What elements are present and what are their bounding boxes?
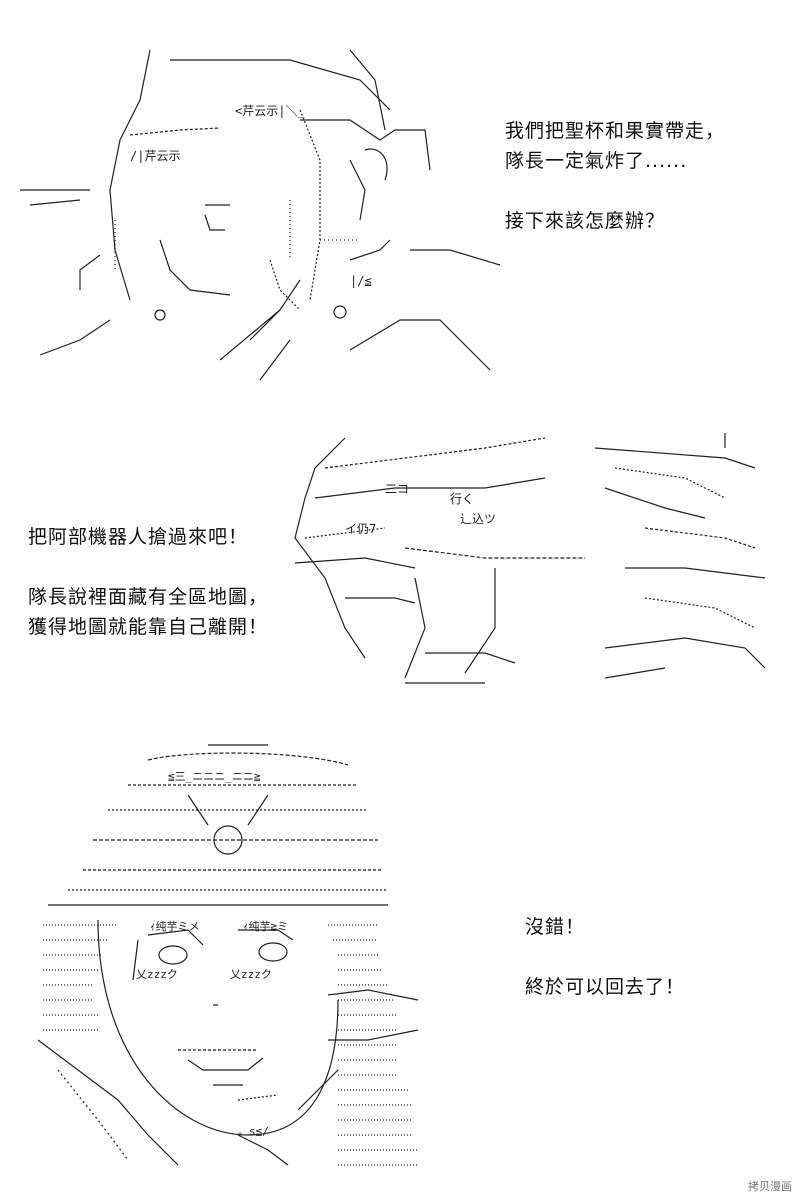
speech-line: 沒錯！ xyxy=(525,916,586,938)
speech-line xyxy=(525,942,685,972)
speech-line xyxy=(28,552,268,582)
ascii-art-robot: 行く 辶込ツ イ仍7 二コ xyxy=(285,428,775,688)
svg-text:ｨ纯芋≧ミ: ｨ纯芋≧ミ xyxy=(243,920,288,933)
svg-text:<芹云示|＼_: <芹云示|＼_ xyxy=(235,104,305,118)
svg-text:。s≦/: 。s≦/ xyxy=(238,1125,269,1138)
svg-text:行く: 行く xyxy=(450,492,474,506)
speech-line xyxy=(505,176,725,206)
svg-text:辶込ツ: 辶込ツ xyxy=(460,512,496,526)
ascii-art-character-2: ｨ纯芋ミメ ｨ纯芋≧ミ 乂zzzク 乂zzzク ≦三_ニニニ_ニニ≧ 。s≦/ xyxy=(38,740,438,1180)
svg-text:乂zzzク: 乂zzzク xyxy=(230,968,272,981)
svg-text:イ仍7: イ仍7 xyxy=(345,522,376,536)
speech-line: 獲得地圖就能靠自己離開！ xyxy=(28,616,269,638)
panel-2: 把阿部機器人搶過來吧！ 隊長說裡面藏有全區地圖， 獲得地圖就能靠自己離開！ xyxy=(0,400,800,720)
speech-text-2: 把阿部機器人搶過來吧！ 隊長說裡面藏有全區地圖， 獲得地圖就能靠自己離開！ xyxy=(28,522,268,642)
speech-line: 終於可以回去了！ xyxy=(525,976,686,998)
speech-text-1: 我們把聖杯和果實帶走， 隊長一定氣炸了...... 接下來該怎麼辦？ xyxy=(505,116,725,236)
svg-text:ｨ纯芋ミメ: ｨ纯芋ミメ xyxy=(150,920,200,933)
svg-text:乂zzzク: 乂zzzク xyxy=(136,968,178,981)
panel-3: ｨ纯芋ミメ ｨ纯芋≧ミ 乂zzzク 乂zzzク ≦三_ニニニ_ニニ≧ 。s≦/ … xyxy=(0,720,800,1190)
svg-text:|/≦: |/≦ xyxy=(350,274,372,288)
watermark: 拷贝漫画 xyxy=(748,1180,792,1193)
panel-1: <芹云示|＼_ /|芹云示 |/≦ 我們把聖杯和果實帶走， 隊長一定氣炸了...… xyxy=(0,0,800,400)
speech-line: 把阿部機器人搶過來吧！ xyxy=(28,526,249,548)
speech-text-3: 沒錯！ 終於可以回去了！ xyxy=(525,912,685,1002)
svg-text:≦三_ニニニ_ニニ≧: ≦三_ニニニ_ニニ≧ xyxy=(168,770,261,783)
speech-line: 隊長一定氣炸了...... xyxy=(505,150,688,172)
speech-line: 隊長說裡面藏有全區地圖， xyxy=(28,586,269,608)
speech-line: 我們把聖杯和果實帶走， xyxy=(505,120,726,142)
speech-line: 接下來該怎麼辦？ xyxy=(505,210,666,232)
svg-text:/|芹云示: /|芹云示 xyxy=(130,149,180,163)
svg-text:二コ: 二コ xyxy=(385,482,409,496)
ascii-art-character-1: <芹云示|＼_ /|芹云示 |/≦ xyxy=(20,40,500,385)
